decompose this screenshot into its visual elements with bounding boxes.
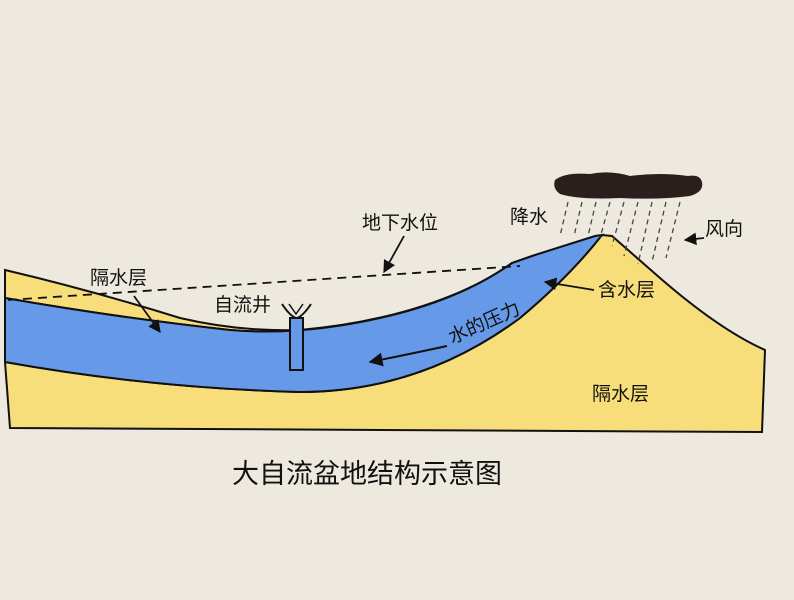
water-table-arrow [384, 236, 404, 272]
aquifer-label: 含水层 [598, 279, 655, 301]
precipitation-label: 降水 [510, 206, 548, 228]
wind-direction-label: 风向 [705, 218, 743, 240]
wind-arrow [685, 238, 704, 240]
impermeable-bottom-label: 隔水层 [592, 383, 649, 405]
diagram-caption: 大自流盆地结构示意图 [232, 459, 502, 490]
rain-cloud [554, 172, 702, 198]
impermeable-left-label: 隔水层 [90, 267, 147, 289]
artesian-well-label: 自流井 [214, 294, 271, 316]
water-table-label: 地下水位 [362, 212, 438, 234]
